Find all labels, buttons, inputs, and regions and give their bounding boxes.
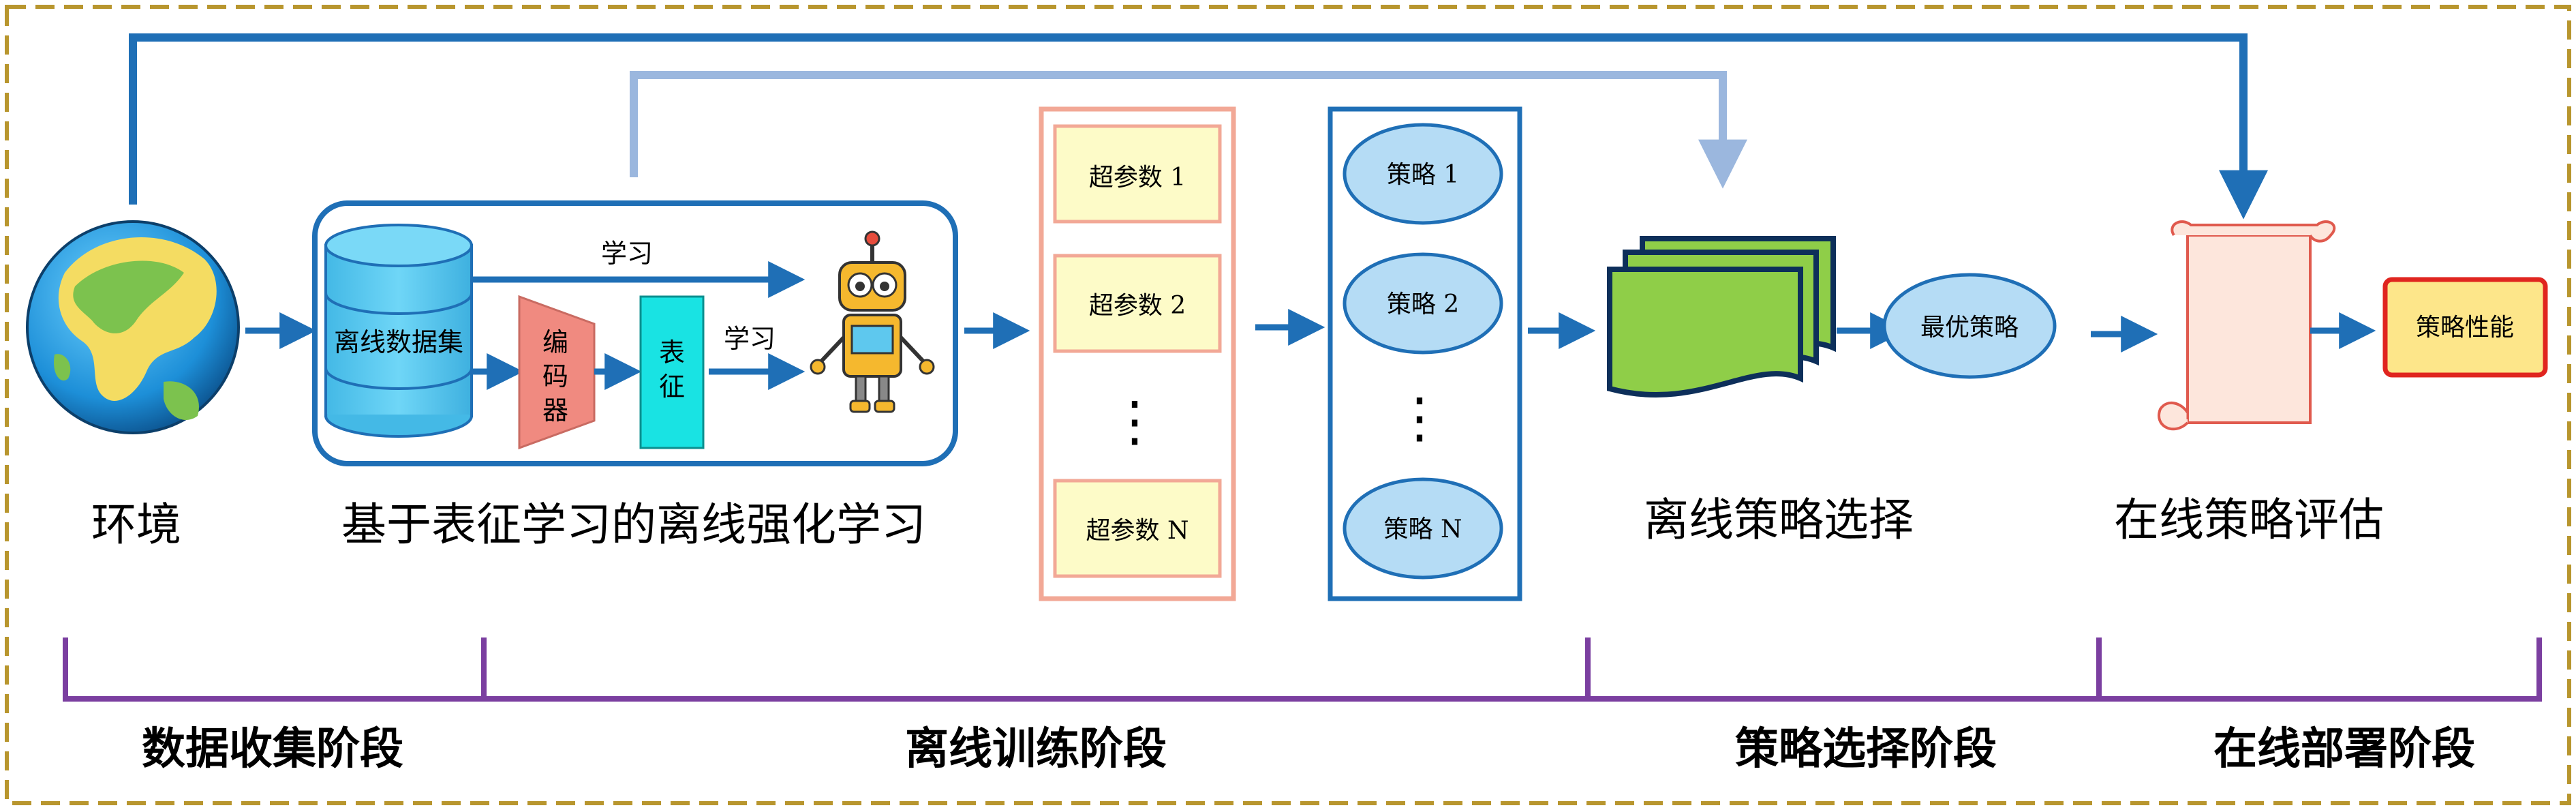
offline-rl-caption: 基于表征学习的离线强化学习 [341,498,926,551]
performance-box [2382,277,2548,378]
best-policy-label: 最优策略 [1920,314,2019,342]
representation-block [639,295,705,449]
hyperparam-box-n [1053,479,1222,578]
phase-label-selection: 策略选择阶段 [1735,724,1997,775]
hyperparam-label-1: 超参数 1 [1089,164,1186,192]
performance-label: 策略性能 [2416,314,2514,342]
encoder-char-2: 码 [542,361,568,391]
learn-right-label: 学习 [724,324,776,354]
phase-label-deployment: 在线部署阶段 [2213,724,2475,775]
encoder-char-3: 器 [542,395,568,425]
outer-frame [5,5,2571,805]
hyperparam-box-2 [1053,254,1222,353]
environment-caption: 环境 [91,498,181,551]
scroll-icon [2158,220,2336,431]
learn-top-label: 学习 [601,239,653,269]
database-icon [324,224,473,438]
env-to-online-arrow [129,33,2268,220]
policy-ellipse-n [1343,477,1503,580]
hyperparam-ellipsis: ⋮ [1107,389,1162,453]
policy-label-1: 策略 1 [1387,161,1459,189]
policy-label-n: 策略 N [1384,515,1462,543]
representation-char-2: 征 [659,372,685,402]
policy-selection-caption: 离线策略选择 [1644,494,1914,546]
encoder-block [518,295,596,450]
hyperparam-box-1 [1053,124,1222,224]
encoder-char-1: 编 [542,327,568,357]
policy-ellipsis: ⋮ [1392,386,1447,449]
phase-label-collection: 数据收集阶段 [142,724,403,775]
online-evaluation-caption: 在线策略评估 [2114,494,2384,546]
policy-label-2: 策略 2 [1387,290,1459,318]
representation-char-1: 表 [659,338,685,368]
policy-ellipse-1 [1343,123,1503,225]
robot-icon [810,230,935,413]
offline-to-selection-arrow [630,71,1747,189]
best-policy-ellipse [1882,273,2057,379]
hyperparam-label-2: 超参数 2 [1089,292,1186,320]
dataset-label: 离线数据集 [334,327,463,357]
globe-icon [26,220,240,434]
hyperparam-label-n: 超参数 N [1086,517,1189,545]
policy-ellipse-2 [1343,252,1503,355]
phase-label-training: 离线训练阶段 [905,724,1167,775]
documents-icon [1607,236,1836,397]
phase-bracket [63,638,2542,702]
